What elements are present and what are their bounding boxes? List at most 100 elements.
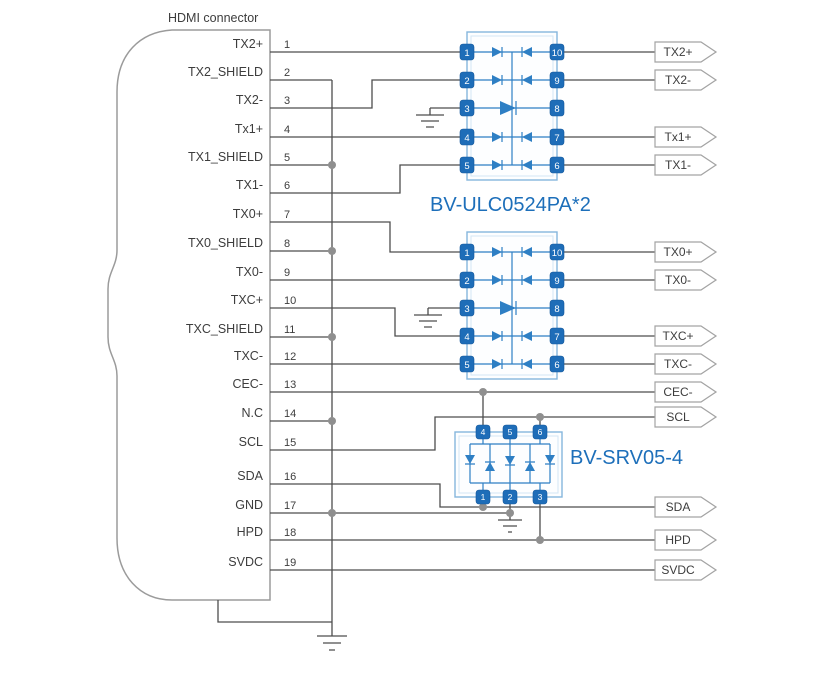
pin-label: TX2+ bbox=[233, 37, 263, 51]
pin-label: SVDC bbox=[228, 555, 263, 569]
output-label: TXC- bbox=[664, 357, 692, 371]
output-tags: TX2+ TX2- Tx1+ TX1- TX0+ TX0- TXC+ TXC- … bbox=[654, 41, 718, 581]
ic-pin-number: 5 bbox=[464, 161, 469, 172]
output-label: TXC+ bbox=[662, 329, 693, 343]
connector-pin-rows: TX2+ 1 TX2_SHIELD 2 TX2- 3 Tx1+ 4 TX1_SH… bbox=[186, 37, 296, 569]
ic-pin-number: 10 bbox=[552, 48, 563, 59]
pin-number: 17 bbox=[284, 500, 296, 512]
ic1-part-label: BV-ULC0524PA*2 bbox=[430, 194, 591, 216]
pin-label: TX0_SHIELD bbox=[188, 236, 263, 250]
output-tag: TX1- bbox=[654, 154, 718, 176]
ic-pin-number: 9 bbox=[554, 76, 559, 87]
ic-pin-number: 5 bbox=[464, 360, 469, 371]
pin-label: HPD bbox=[237, 525, 263, 539]
output-label: Tx1+ bbox=[664, 130, 691, 144]
pin-label: TX1- bbox=[236, 178, 263, 192]
ic-pin-number: 3 bbox=[464, 304, 469, 315]
pin-number: 3 bbox=[284, 95, 290, 107]
ground-symbols bbox=[317, 108, 522, 651]
pin-label: TXC+ bbox=[231, 293, 263, 307]
pin-number: 4 bbox=[284, 124, 290, 136]
pin-number: 15 bbox=[284, 437, 296, 449]
esd-ic-2: 1 2 3 4 5 10 9 8 7 6 bbox=[459, 231, 565, 380]
pin-number: 13 bbox=[284, 379, 296, 391]
pin-label: TX2_SHIELD bbox=[188, 65, 263, 79]
output-label: SCL bbox=[666, 410, 690, 424]
ic-pin-number: 8 bbox=[554, 304, 559, 315]
pin-number: 16 bbox=[284, 471, 296, 483]
pin-label: SCL bbox=[239, 435, 263, 449]
pin-label: TX0+ bbox=[233, 207, 263, 221]
output-tag: SVDC bbox=[654, 559, 718, 581]
ic-pin-number: 7 bbox=[554, 133, 559, 144]
output-tag: TX2+ bbox=[654, 41, 718, 63]
ic-pin-number: 4 bbox=[481, 427, 486, 437]
junction-dots bbox=[328, 161, 544, 544]
pin-number: 2 bbox=[284, 67, 290, 79]
ic-pin-number: 1 bbox=[481, 492, 486, 502]
ic-pin-number: 10 bbox=[552, 248, 563, 259]
srv05-part-label: BV-SRV05-4 bbox=[570, 447, 683, 469]
output-tag: TX0- bbox=[654, 269, 718, 291]
diagram-title: HDMI connector bbox=[168, 11, 258, 25]
pin-number: 8 bbox=[284, 238, 290, 250]
pin-label: SDA bbox=[237, 469, 263, 483]
output-label: CEC- bbox=[663, 385, 692, 399]
output-label: SDA bbox=[666, 500, 691, 514]
wires bbox=[217, 51, 655, 636]
ic-pin-number: 6 bbox=[554, 360, 559, 371]
output-label: HPD bbox=[665, 533, 691, 547]
output-label: TX0- bbox=[665, 273, 691, 287]
pin-label: TXC_SHIELD bbox=[186, 322, 263, 336]
ic-pin-number: 1 bbox=[464, 48, 469, 59]
esd-ic-1: 1 2 3 4 5 10 9 8 7 6 bbox=[459, 31, 565, 181]
output-label: SVDC bbox=[661, 563, 695, 577]
pin-number: 19 bbox=[284, 557, 296, 569]
pin-label: N.C bbox=[241, 406, 263, 420]
output-tag: TXC- bbox=[654, 353, 718, 375]
output-tag: HPD bbox=[654, 529, 718, 551]
pin-label: TXC- bbox=[234, 349, 263, 363]
ic-pin-number: 6 bbox=[538, 427, 543, 437]
pin-number: 10 bbox=[284, 295, 296, 307]
pin-number: 14 bbox=[284, 408, 296, 420]
pin-label: Tx1+ bbox=[235, 122, 263, 136]
output-label: TX0+ bbox=[663, 245, 692, 259]
output-tag: CEC- bbox=[654, 381, 718, 403]
ic-pin-number: 2 bbox=[508, 492, 513, 502]
pin-number: 6 bbox=[284, 180, 290, 192]
ic-pin-number: 3 bbox=[538, 492, 543, 502]
output-label: TX2- bbox=[665, 73, 691, 87]
pin-number: 18 bbox=[284, 527, 296, 539]
pin-number: 9 bbox=[284, 267, 290, 279]
ic-pin-number: 9 bbox=[554, 276, 559, 287]
ic-pin-number: 8 bbox=[554, 104, 559, 115]
pin-label: TX1_SHIELD bbox=[188, 150, 263, 164]
output-tag: SDA bbox=[654, 496, 718, 518]
ic-pin-number: 2 bbox=[464, 276, 469, 287]
pin-number: 7 bbox=[284, 209, 290, 221]
output-tag: TXC+ bbox=[654, 325, 718, 347]
pin-number: 1 bbox=[284, 39, 290, 51]
output-label: TX1- bbox=[665, 158, 691, 172]
ic-pin-number: 1 bbox=[464, 248, 469, 259]
ic-pin-number: 3 bbox=[464, 104, 469, 115]
pin-number: 11 bbox=[284, 324, 295, 336]
pin-label: TX0- bbox=[236, 265, 263, 279]
ic-pin-number: 6 bbox=[554, 161, 559, 172]
pin-label: TX2- bbox=[236, 93, 263, 107]
ic-pin-number: 5 bbox=[508, 427, 513, 437]
ic-pin-number: 4 bbox=[464, 133, 469, 144]
output-label: TX2+ bbox=[663, 45, 692, 59]
pin-label: GND bbox=[235, 498, 263, 512]
pin-number: 12 bbox=[284, 351, 296, 363]
output-tag: Tx1+ bbox=[654, 126, 718, 148]
output-tag: TX2- bbox=[654, 69, 718, 91]
hdmi-connector-outline bbox=[107, 29, 271, 601]
esd-ic-srv05: 4 5 6 1 2 3 bbox=[454, 424, 563, 505]
ic-pin-number: 2 bbox=[464, 76, 469, 87]
ic-pin-number: 7 bbox=[554, 332, 559, 343]
ic-pin-number: 4 bbox=[464, 332, 469, 343]
output-tag: SCL bbox=[654, 406, 718, 428]
